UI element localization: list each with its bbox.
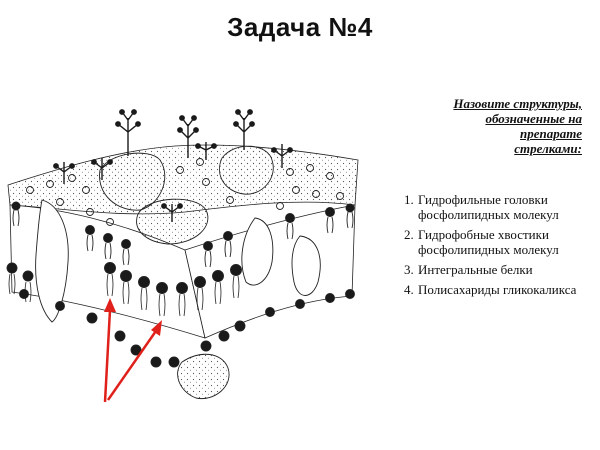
hydrophobic-tails xyxy=(8,273,240,317)
answer-item-4: 4.Полисахариды гликокаликса xyxy=(404,282,577,297)
membrane-front-face-right xyxy=(184,204,356,339)
slide-title: Задача №4 xyxy=(227,12,373,42)
answer-text: Гидрофобные хвостики фосфолипидных молек… xyxy=(418,227,559,257)
cell-membrane-diagram xyxy=(6,109,359,403)
upper-leaflet xyxy=(11,201,355,268)
channel-protein-far-right xyxy=(291,235,321,296)
channel-protein-left xyxy=(35,199,69,323)
channel-protein-right xyxy=(241,217,274,286)
answer-text: Полисахариды гликокаликса xyxy=(418,282,577,297)
glycocalyx-polysaccharides xyxy=(53,109,293,222)
answer-item-2: 2.Гидрофобные хвостики фосфолипидных мол… xyxy=(404,227,559,257)
red-arrows xyxy=(103,298,162,403)
surface-phospholipid-heads xyxy=(26,158,344,226)
front-edge-heads xyxy=(6,262,242,294)
answer-item-3: 3.Интегральные белки xyxy=(404,262,533,277)
question-prompt: Назовите структуры, обозначенные на преп… xyxy=(453,96,582,156)
integral-protein-1 xyxy=(99,152,166,211)
answer-list: 1.Гидрофильные головки фосфолипидных мол… xyxy=(404,192,594,302)
answer-text: Интегральные белки xyxy=(418,262,533,277)
answer-text: Гидрофильные головки фосфолипидных молек… xyxy=(418,192,559,222)
lower-leaflet-heads xyxy=(19,289,355,368)
answer-item-1: 1.Гидрофильные головки фосфолипидных мол… xyxy=(404,192,559,222)
peripheral-protein-bottom xyxy=(177,353,230,400)
integral-protein-2 xyxy=(219,145,274,195)
